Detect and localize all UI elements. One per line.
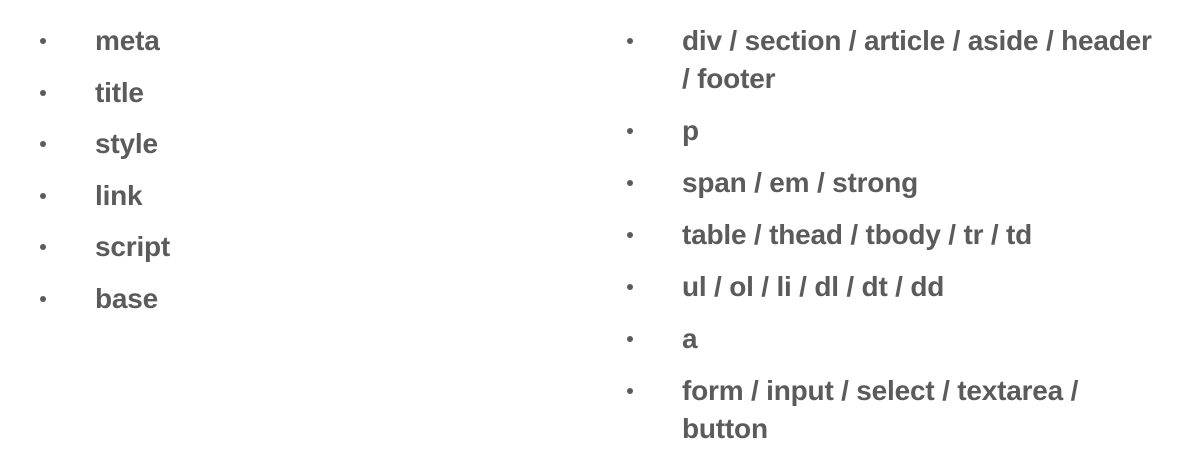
list-item-label: a bbox=[682, 323, 698, 354]
list-item: script bbox=[36, 228, 516, 266]
bullet-icon bbox=[627, 128, 633, 134]
bullet-icon bbox=[40, 192, 46, 199]
list-item: title bbox=[36, 74, 516, 112]
head-tags-list: meta title style link script base bbox=[36, 22, 516, 331]
list-item-label: style bbox=[95, 128, 158, 159]
list-item: base bbox=[36, 280, 516, 318]
bullet-icon bbox=[627, 180, 633, 186]
list-item-label: script bbox=[95, 231, 171, 262]
list-item: form / input / select / textarea / butto… bbox=[623, 372, 1163, 448]
list-item: span / em / strong bbox=[623, 164, 1163, 202]
bullet-icon bbox=[40, 141, 46, 147]
list-item-label: p bbox=[682, 115, 699, 146]
list-item: link bbox=[36, 177, 516, 215]
list-item-label: span / em / strong bbox=[682, 167, 918, 198]
list-item-label: table / thead / tbody / tr / td bbox=[682, 219, 1033, 250]
bullet-icon bbox=[627, 38, 633, 44]
list-item-label: meta bbox=[95, 25, 160, 56]
list-item: ul / ol / li / dl / dt / dd bbox=[623, 268, 1163, 306]
list-item-label: div / section / article / aside / header… bbox=[682, 25, 1152, 94]
list-item: p bbox=[623, 112, 1163, 150]
bullet-icon bbox=[40, 244, 46, 250]
bullet-icon bbox=[627, 232, 633, 238]
bullet-icon bbox=[627, 336, 633, 342]
list-item-label: ul / ol / li / dl / dt / dd bbox=[682, 271, 945, 302]
list-item-label: base bbox=[95, 282, 159, 314]
list-item: meta bbox=[36, 22, 516, 60]
list-item: table / thead / tbody / tr / td bbox=[623, 216, 1163, 254]
body-tags-list: div / section / article / aside / header… bbox=[623, 22, 1163, 462]
bullet-icon bbox=[627, 388, 633, 394]
bullet-icon bbox=[627, 284, 633, 290]
list-item: div / section / article / aside / header… bbox=[623, 22, 1163, 98]
list-item-label: link bbox=[95, 179, 143, 211]
bullet-icon bbox=[40, 295, 46, 302]
list-item-label: form / input / select / textarea / butto… bbox=[682, 375, 1079, 444]
bullet-icon bbox=[40, 89, 46, 96]
list-item: style bbox=[36, 125, 516, 163]
list-item: a bbox=[623, 320, 1163, 358]
list-item-label: title bbox=[95, 76, 144, 108]
bullet-icon bbox=[40, 38, 46, 44]
